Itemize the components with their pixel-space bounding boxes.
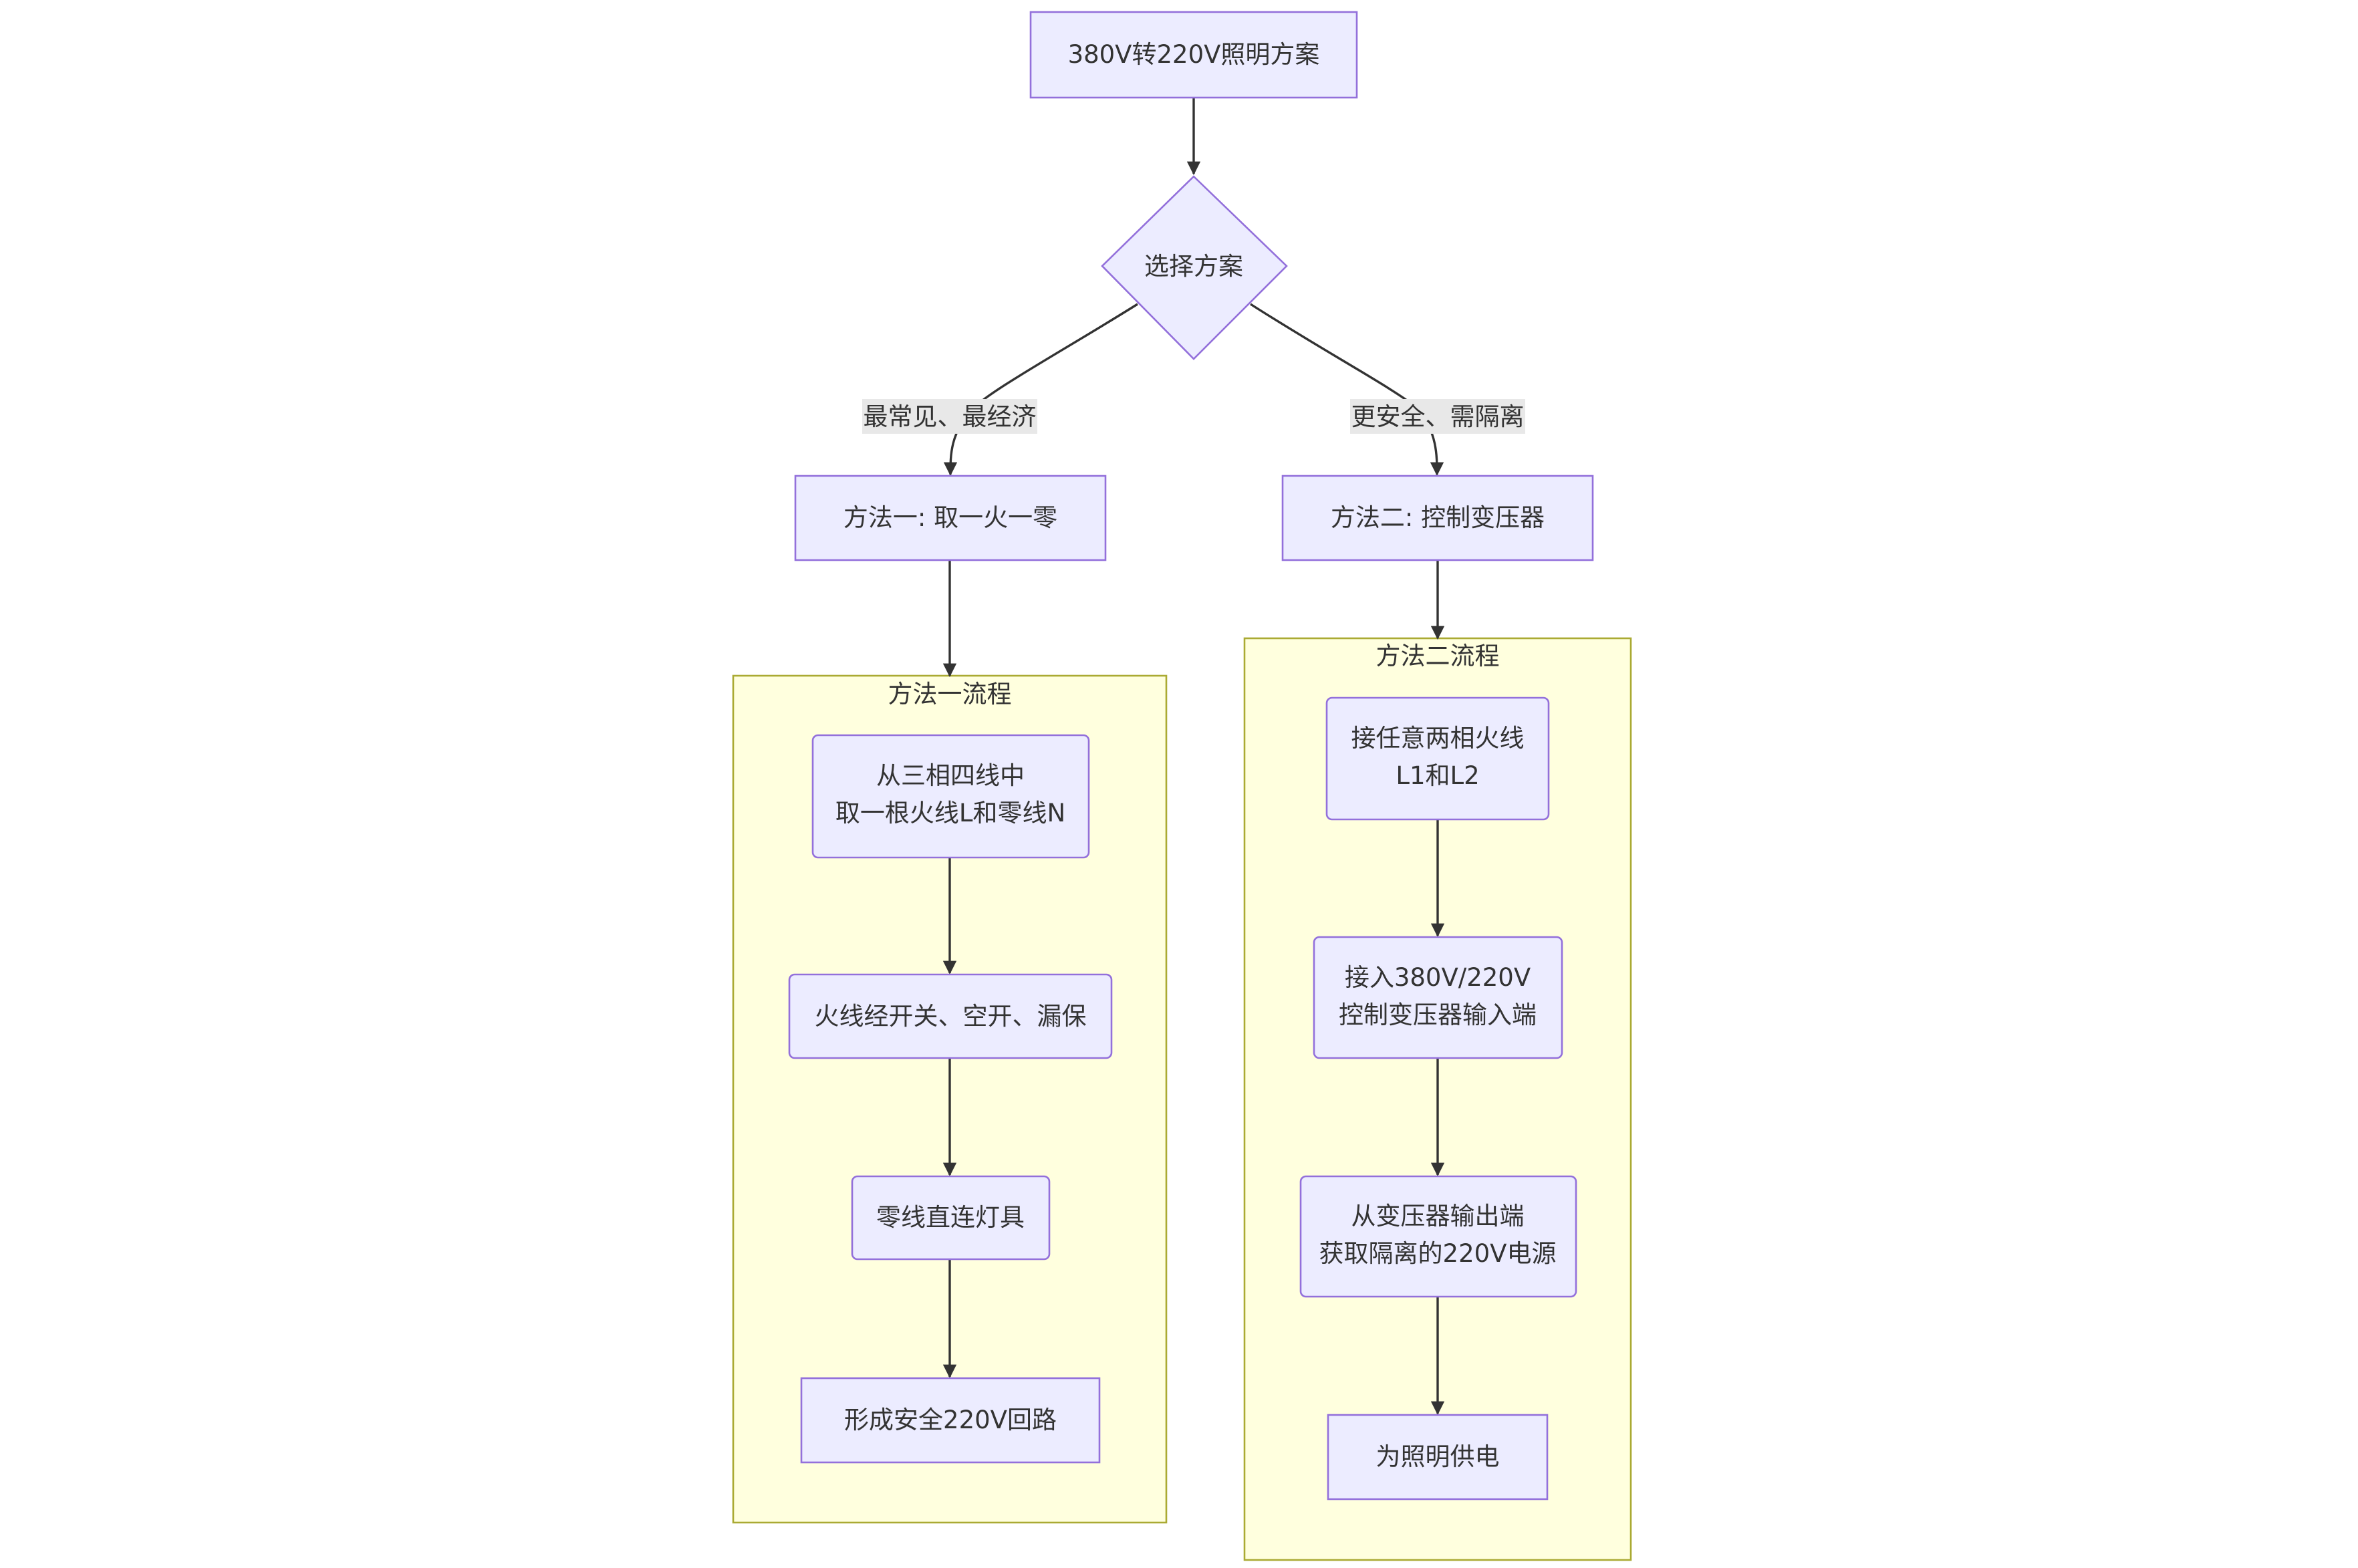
- node-start-label: 380V转220V照明方案: [1068, 40, 1320, 69]
- cluster-method2-title: 方法二流程: [1376, 642, 1500, 670]
- node-m1-step4-label: 形成安全220V回路: [844, 1406, 1057, 1434]
- node-m2-step2[interactable]: 接入380V/220V 控制变压器输入端: [1313, 936, 1563, 1059]
- node-m1-step1[interactable]: 从三相四线中 取一根火线L和零线N: [811, 734, 1090, 859]
- node-method1-label: 方法一: 取一火一零: [843, 503, 1057, 532]
- node-m2-step3-line1: 从变压器输出端: [1351, 1202, 1525, 1230]
- node-method2[interactable]: 方法二: 控制变压器: [1281, 475, 1594, 561]
- node-m1-step1-line2: 取一根火线L和零线N: [835, 799, 1065, 827]
- node-method2-label: 方法二: 控制变压器: [1331, 503, 1545, 532]
- node-m2-step1-line2: L1和L2: [1396, 761, 1479, 790]
- node-decision[interactable]: 选择方案: [1101, 175, 1288, 360]
- node-m2-step4[interactable]: 为照明供电: [1327, 1414, 1549, 1500]
- edge-label-method2: 更安全、需隔离: [1350, 399, 1525, 434]
- node-m1-step3-label: 零线直连灯具: [876, 1203, 1025, 1232]
- node-m1-step1-line1: 从三相四线中: [876, 761, 1025, 790]
- node-decision-label: 选择方案: [1144, 252, 1243, 281]
- node-m2-step1[interactable]: 接任意两相火线 L1和L2: [1325, 696, 1550, 821]
- edge-label-method2-text: 更安全、需隔离: [1351, 402, 1525, 431]
- node-m2-step3[interactable]: 从变压器输出端 获取隔离的220V电源: [1299, 1175, 1577, 1298]
- node-m2-step2-line2: 控制变压器输入端: [1339, 1001, 1537, 1029]
- node-m1-step2[interactable]: 火线经开关、空开、漏保: [788, 973, 1113, 1059]
- node-method1[interactable]: 方法一: 取一火一零: [794, 475, 1107, 561]
- edge-label-method1: 最常见、最经济: [862, 399, 1037, 434]
- edge-decision-to-method1: [943, 303, 1138, 477]
- node-start[interactable]: 380V转220V照明方案: [1029, 11, 1358, 99]
- edge-decision-to-method2: [1250, 303, 1444, 477]
- edge-label-method1-text: 最常见、最经济: [864, 402, 1037, 431]
- node-m1-step2-label: 火线经开关、空开、漏保: [815, 1002, 1087, 1031]
- node-m1-step3[interactable]: 零线直连灯具: [851, 1175, 1051, 1261]
- node-m2-step3-line2: 获取隔离的220V电源: [1319, 1239, 1557, 1268]
- node-m2-step1-line1: 接任意两相火线: [1351, 724, 1525, 753]
- node-m2-step4-label: 为照明供电: [1376, 1442, 1500, 1471]
- node-m2-step2-line1: 接入380V/220V: [1345, 963, 1531, 992]
- cluster-method1-title: 方法一流程: [888, 680, 1012, 708]
- node-m1-step4[interactable]: 形成安全220V回路: [800, 1377, 1101, 1464]
